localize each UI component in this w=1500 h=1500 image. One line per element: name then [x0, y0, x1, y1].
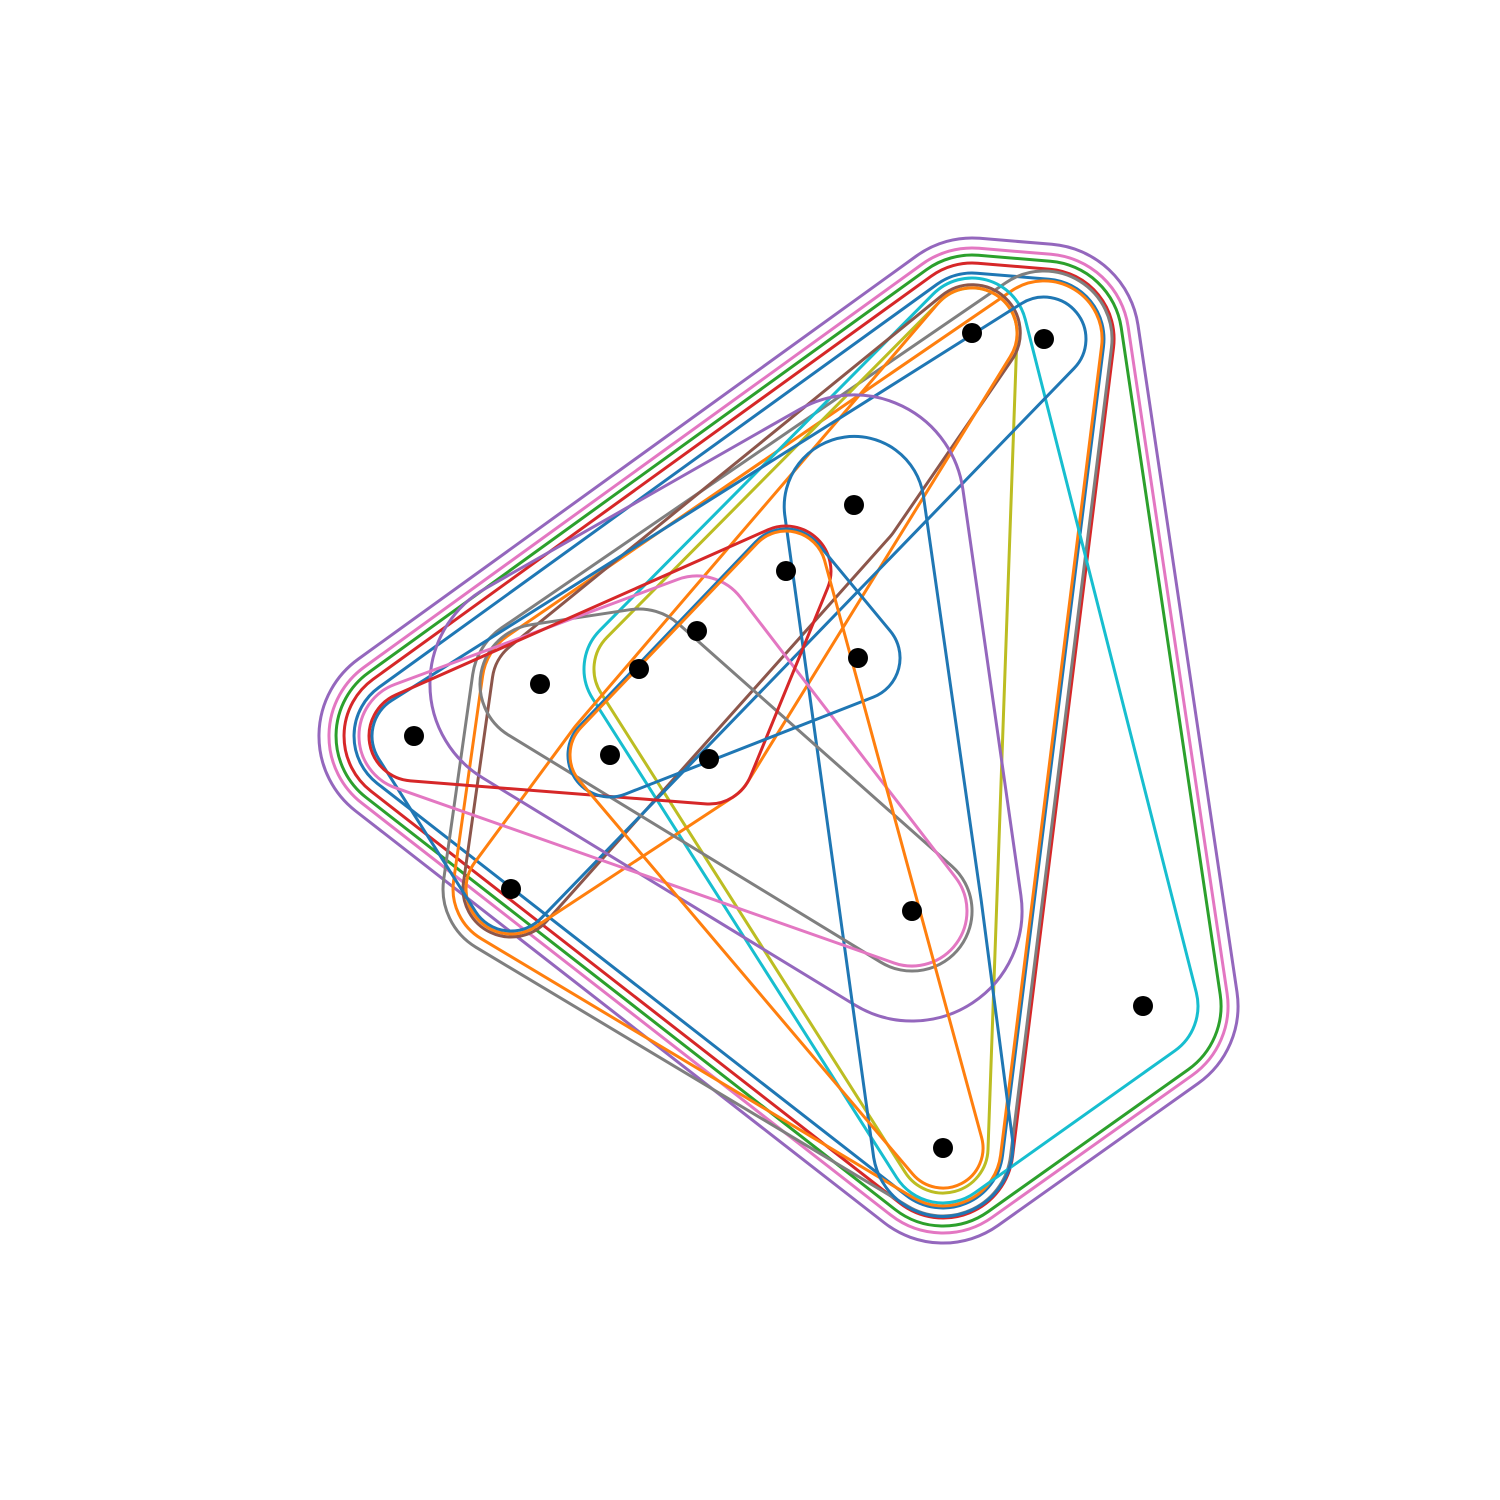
hyperedge-outline-14: [782, 434, 1015, 1218]
hyperedges: [317, 236, 1240, 1245]
node-dot-4: [776, 561, 796, 581]
hyperedge-outline-17: [367, 524, 833, 806]
node-dot-10: [600, 745, 620, 765]
node-dot-1: [962, 323, 982, 343]
hyperedge-outline-5: [352, 271, 1106, 1210]
hyperedge-outline-3: [334, 253, 1223, 1228]
node-dot-8: [530, 674, 550, 694]
hyperedge-outline-18: [566, 527, 902, 799]
hyperedge-outline-12: [370, 295, 1088, 933]
hyperedge-outline-1: [317, 236, 1240, 1245]
node-dot-15: [933, 1138, 953, 1158]
node-dot-11: [699, 749, 719, 769]
hyperedge-outline-8: [582, 276, 1200, 1205]
node-dot-12: [501, 879, 521, 899]
node-dot-9: [404, 726, 424, 746]
hyperedge-outline-10: [461, 283, 1022, 939]
hyperedge-outline-19: [568, 529, 985, 1190]
hyperedge-outline-16: [357, 574, 969, 968]
nodes: [404, 323, 1153, 1158]
hyperedge-outline-6: [441, 269, 1114, 1218]
node-dot-6: [629, 659, 649, 679]
node-dot-3: [844, 495, 864, 515]
node-dot-14: [1133, 996, 1153, 1016]
hyperedge-outline-13: [428, 393, 1024, 1023]
hyperedge-outline-2: [327, 246, 1230, 1235]
node-dot-2: [1034, 329, 1054, 349]
hyperedge-outline-11: [464, 286, 1019, 936]
node-dot-5: [687, 621, 707, 641]
node-dot-7: [848, 648, 868, 668]
node-dot-13: [902, 901, 922, 921]
hyperedge-outline-7: [451, 279, 1104, 1208]
